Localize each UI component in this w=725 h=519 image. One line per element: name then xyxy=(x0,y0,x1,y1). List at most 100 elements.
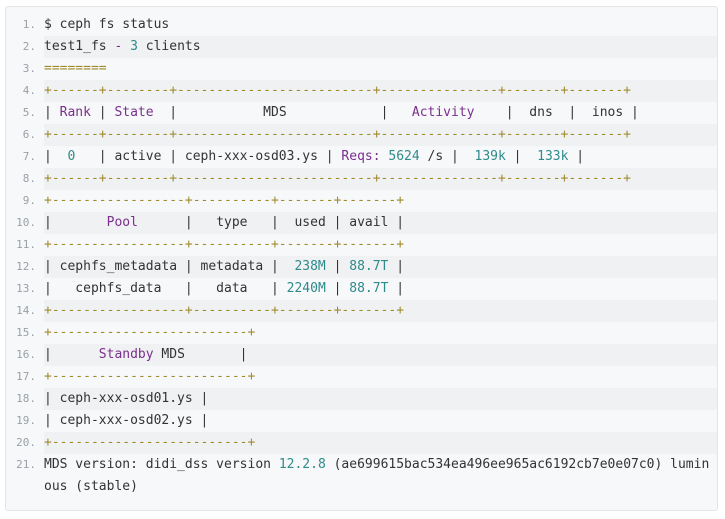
line-number: 15. xyxy=(16,326,36,339)
code-line: 12. | cephfs_metadata | metadata | 238M |… xyxy=(6,256,717,278)
code-token: | ceph-xxx-osd01.ys | xyxy=(44,391,209,406)
code-token: | xyxy=(44,105,60,120)
line-number: 12. xyxy=(16,260,36,273)
code-token: | cephfs_data | data | xyxy=(44,281,287,296)
code-token: | xyxy=(505,149,538,164)
code-token: test1_fs xyxy=(44,39,115,54)
code-line: 11.+-----------------+----------+-------… xyxy=(6,234,717,256)
code-token: +------+--------+-----------------------… xyxy=(44,171,631,186)
code-token: | xyxy=(325,259,350,274)
code-line-content: +------+--------+-----------------------… xyxy=(44,124,717,146)
code-line-content: +-------------------------+ xyxy=(44,432,717,454)
code-line: 7.| 0 | active | ceph-xxx-osd03.ys | Req… xyxy=(6,146,717,168)
code-line: 9. +-----------------+----------+-------+… xyxy=(6,190,717,212)
code-token: +-----------------+----------+-------+--… xyxy=(44,193,405,208)
code-token: 3 xyxy=(130,39,138,54)
line-number: 6. xyxy=(22,128,36,141)
code-token: Activity xyxy=(411,105,475,120)
code-token: | xyxy=(325,281,350,296)
code-line: 6. +------+--------+---------------------… xyxy=(6,124,717,146)
code-token: +------+--------+-----------------------… xyxy=(44,83,631,98)
code-line: 20.+-------------------------+ xyxy=(6,432,717,454)
code-token: +-------------------------+ xyxy=(44,435,256,450)
code-token: | xyxy=(44,149,68,164)
code-line-content: +------+--------+-----------------------… xyxy=(44,80,717,102)
code-line-content: | ceph-xxx-osd02.ys | xyxy=(44,410,717,432)
code-token: Standby xyxy=(98,347,154,362)
code-token: State xyxy=(114,105,154,120)
line-number: 10. xyxy=(16,216,36,229)
code-line-content: | ceph-xxx-osd01.ys | xyxy=(44,388,717,410)
code-token: | ceph-xxx-osd02.ys | xyxy=(44,413,209,428)
line-number: 8. xyxy=(22,172,36,185)
code-token: | xyxy=(44,347,99,362)
code-token: MDS | xyxy=(153,347,248,362)
code-line-content: +------+--------+-----------------------… xyxy=(44,168,717,190)
code-line: 14. +-----------------+----------+-------… xyxy=(6,300,717,322)
code-line-content: | Standby MDS | xyxy=(44,344,717,366)
line-number: 17. xyxy=(16,370,36,383)
code-token: ======== xyxy=(44,61,107,76)
line-number: 3. xyxy=(22,62,36,75)
code-token: 88.7T xyxy=(349,281,389,296)
code-token xyxy=(122,39,130,54)
code-line-content: ======== xyxy=(44,58,717,80)
code-line: 5.| Rank | State | MDS | Activity | dns … xyxy=(6,102,717,124)
code-token: (ae699615bac534ea496ee965ac6192cb7e0e07c… xyxy=(44,457,710,494)
code-token: 238M xyxy=(294,259,326,274)
code-token: Rank xyxy=(59,105,91,120)
code-line: 13. | cephfs_data | data | 2240M | 88.7T … xyxy=(6,278,717,300)
code-token: | xyxy=(388,281,405,296)
line-number: 14. xyxy=(16,304,36,317)
code-token: 139k xyxy=(474,149,506,164)
code-line: 17. +-------------------------+ xyxy=(6,366,717,388)
code-line: 1. $ ceph fs status xyxy=(6,14,717,36)
line-number: 18. xyxy=(16,392,36,405)
code-token: 5624 xyxy=(388,149,420,164)
code-token: 0 xyxy=(67,149,76,164)
code-line-content: +-----------------+----------+-------+--… xyxy=(44,234,717,256)
code-line: 3. ======== xyxy=(6,58,717,80)
code-line: 4. +------+--------+---------------------… xyxy=(6,80,717,102)
code-line: 18. | ceph-xxx-osd01.ys | xyxy=(6,388,717,410)
line-number: 16. xyxy=(16,348,36,361)
code-line: 21.MDS version: didi_dss version 12.2.8 … xyxy=(6,454,717,498)
code-token: | active | ceph-xxx-osd03.ys | xyxy=(75,149,342,164)
code-line-content: +-------------------------+ xyxy=(44,366,717,388)
code-token: clients xyxy=(137,39,201,54)
line-number: 13. xyxy=(16,282,36,295)
code-line-content: +-----------------+----------+-------+--… xyxy=(44,300,717,322)
code-token: 2240M xyxy=(286,281,326,296)
code-line-content: | Rank | State | MDS | Activity | dns | … xyxy=(44,102,717,124)
code-line: 2. test1_fs - 3 clients xyxy=(6,36,717,58)
code-line-content: test1_fs - 3 clients xyxy=(44,36,717,58)
code-token: +------+--------+-----------------------… xyxy=(44,127,631,142)
code-line-content: | cephfs_data | data | 2240M | 88.7T | xyxy=(44,278,717,300)
code-token: | MDS | xyxy=(153,105,412,120)
code-token: | dns | inos | xyxy=(474,105,639,120)
code-line: 15. +-------------------------+ xyxy=(6,322,717,344)
code-token: | xyxy=(44,215,107,230)
code-line-content: | cephfs_metadata | metadata | 238M | 88… xyxy=(44,256,717,278)
code-token: 88.7T xyxy=(349,259,389,274)
code-line-content: +-------------------------+ xyxy=(44,322,717,344)
code-line-content: | 0 | active | ceph-xxx-osd03.ys | Reqs:… xyxy=(44,146,717,168)
code-token: MDS version: didi_dss version xyxy=(44,457,279,472)
code-block: 1. $ ceph fs status 2. test1_fs - 3 clients… xyxy=(5,6,718,511)
line-number: 2. xyxy=(22,40,36,53)
line-number: 21. xyxy=(16,458,36,471)
code-token: $ ceph fs status xyxy=(44,17,170,32)
code-token: | xyxy=(388,259,405,274)
code-token: +-----------------+----------+-------+--… xyxy=(44,237,405,252)
line-number: 1. xyxy=(22,18,36,31)
code-line-content: | Pool | type | used | avail | xyxy=(44,212,717,234)
line-number: 4. xyxy=(22,84,36,97)
code-token: | cephfs_metadata | metadata | xyxy=(44,259,295,274)
code-token: Reqs: xyxy=(341,149,381,164)
code-token: +-------------------------+ xyxy=(44,325,256,340)
code-token: 133k xyxy=(537,149,569,164)
code-line-content: $ ceph fs status xyxy=(44,14,717,36)
line-number: 19. xyxy=(16,414,36,427)
code-token: 12.2.8 xyxy=(278,457,326,472)
line-number: 9. xyxy=(22,194,36,207)
